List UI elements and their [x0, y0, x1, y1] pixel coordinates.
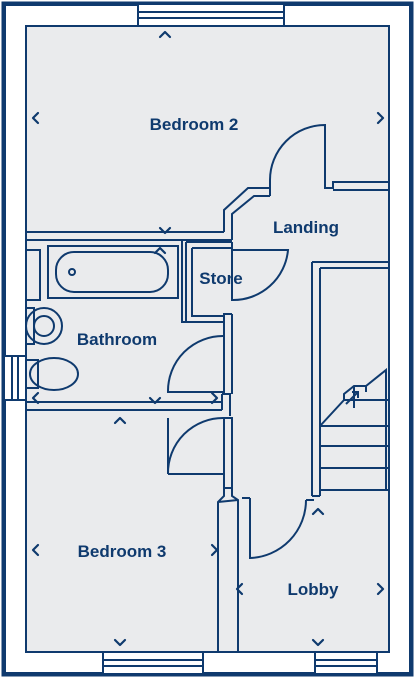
chevron-down-icon [158, 226, 172, 235]
chevron-right-icon [210, 391, 219, 405]
room-label-bathroom: Bathroom [77, 330, 157, 349]
toilet [29, 357, 79, 391]
chevron-left-icon [31, 391, 40, 405]
chevron-up-icon [113, 416, 127, 425]
bedroom3-wall [217, 488, 239, 652]
chevron-right-icon [376, 111, 385, 125]
window-top [137, 3, 285, 27]
chevron-up-icon [311, 507, 325, 516]
chevron-left-icon [31, 111, 40, 125]
chevron-up-icon [153, 246, 167, 255]
room-label-bedroom-3: Bedroom 3 [78, 542, 167, 561]
chevron-down-icon [148, 396, 162, 405]
room-label-lobby: Lobby [288, 580, 340, 599]
room-label-bedroom-2: Bedroom 2 [150, 115, 239, 134]
lobby-door [242, 497, 314, 560]
bathroom-door [166, 314, 233, 394]
chevron-right-icon [210, 543, 219, 557]
room-label-landing: Landing [273, 218, 339, 237]
chevron-right-icon [376, 582, 385, 596]
stair-arrow [345, 391, 359, 405]
store-door [231, 249, 290, 302]
window-bottom-right [314, 651, 378, 675]
chevron-down-icon [113, 638, 127, 647]
bedroom2-door [269, 123, 389, 191]
chevron-down-icon [311, 638, 325, 647]
chevron-up-icon [158, 30, 172, 39]
window-bottom-left [102, 651, 204, 675]
bath-plug [68, 268, 76, 276]
bathroom-lower-wall [26, 393, 231, 416]
chevron-left-icon [235, 582, 244, 596]
room-label-store: Store [199, 269, 242, 288]
bath-tub [47, 245, 179, 299]
bathroom-top-wall [26, 239, 187, 323]
stair-wall [311, 261, 389, 497]
chevron-left-icon [31, 543, 40, 557]
window-left [3, 355, 27, 401]
bath-inner [55, 251, 169, 293]
dimension-markers [31, 30, 385, 647]
